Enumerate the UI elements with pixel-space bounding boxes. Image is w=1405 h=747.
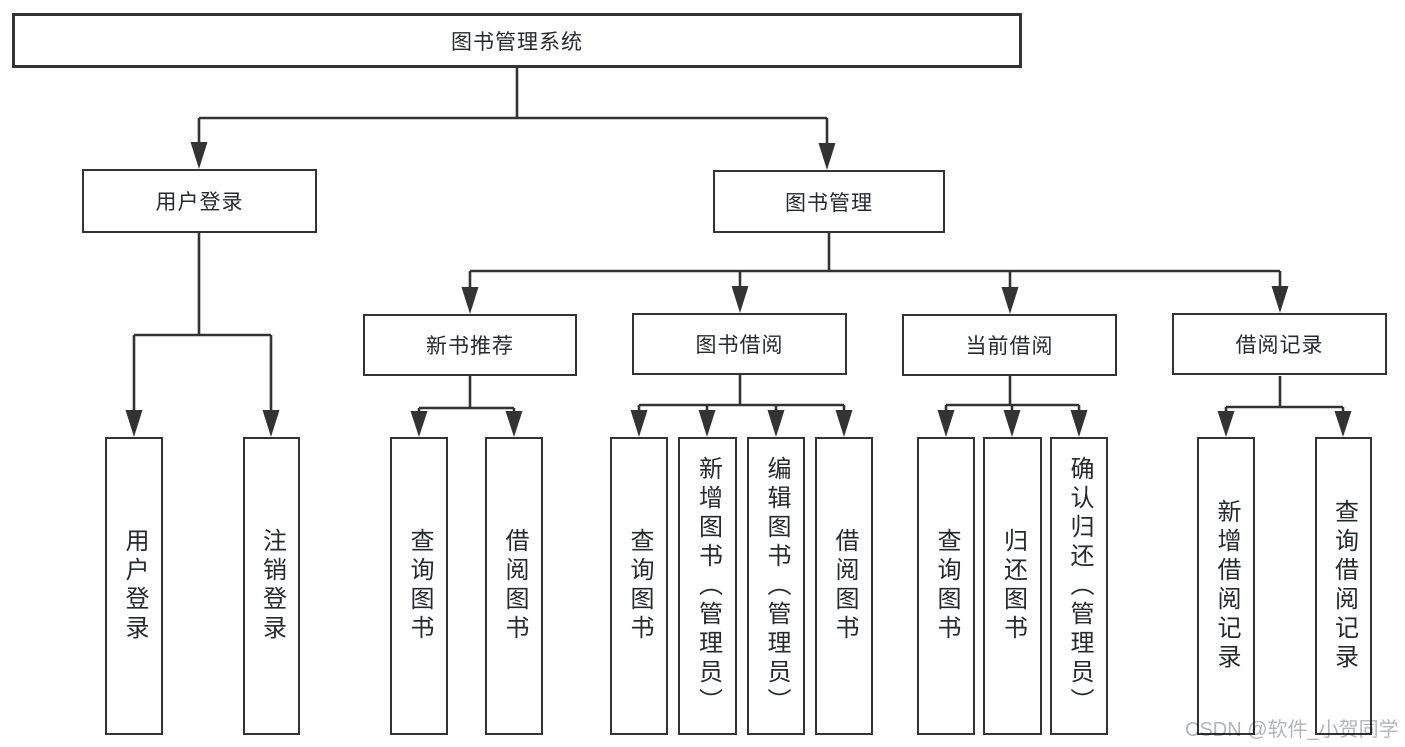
node-root-system-label: 图书管理系统	[451, 30, 583, 54]
node-leaf-bb-add-book-admin-label: 新增图书（管理员）	[694, 455, 722, 717]
node-leaf-cb-confirm-return-admin-label: 确认归还（管理员）	[1066, 455, 1093, 717]
node-leaf-cb-confirm-return-admin: 确认归还（管理员）	[1050, 437, 1108, 735]
node-leaf-cb-return-book-label: 归还图书	[999, 528, 1027, 644]
node-leaf-br-add-record-label: 新增借阅记录	[1213, 499, 1240, 673]
connector-book-borrow-to-leaves	[630, 375, 853, 437]
node-book-borrow: 图书借阅	[632, 313, 847, 375]
connector-current-borrow-to-leaves	[937, 376, 1088, 437]
node-user-login-label: 用户登录	[155, 191, 244, 214]
node-leaf-bb-query-book: 查询图书	[610, 437, 668, 735]
node-leaf-logout-label: 注销登录	[258, 528, 286, 644]
csdn-watermark: CSDN @软件_小贺同学	[1185, 719, 1399, 741]
node-leaf-br-query-record-label: 查询借阅记录	[1330, 499, 1358, 673]
node-borrow-records-label: 借阅记录	[1235, 334, 1324, 357]
node-root-system: 图书管理系统	[12, 13, 1022, 68]
connector-user-login-to-leaves	[125, 233, 280, 437]
connector-new-rec-to-leaves	[410, 376, 523, 437]
node-current-borrow: 当前借阅	[902, 314, 1117, 376]
connector-book-mgmt-to-level3	[461, 233, 1289, 314]
node-leaf-bb-borrow-book: 借阅图书	[815, 437, 873, 735]
connector-borrow-records-to-leaves	[1217, 376, 1352, 437]
node-leaf-logout: 注销登录	[243, 437, 300, 735]
node-book-borrow-label: 图书借阅	[695, 334, 784, 357]
node-leaf-cb-query-book-label: 查询图书	[933, 528, 960, 644]
node-leaf-bb-add-book-admin: 新增图书（管理员）	[678, 437, 737, 735]
node-new-book-recommend: 新书推荐	[363, 314, 577, 376]
connector-root-to-level2	[190, 68, 836, 170]
node-leaf-rec-borrow-book: 借阅图书	[485, 437, 543, 735]
node-leaf-bb-edit-book-admin: 编辑图书（管理员）	[747, 437, 805, 735]
node-leaf-rec-query-book-label: 查询图书	[406, 528, 433, 644]
node-leaf-bb-borrow-book-label: 借阅图书	[831, 528, 858, 644]
node-new-book-recommend-label: 新书推荐	[426, 335, 514, 358]
node-leaf-user-login: 用户登录	[105, 437, 163, 735]
node-leaf-br-add-record: 新增借阅记录	[1197, 437, 1255, 735]
node-leaf-br-query-record: 查询借阅记录	[1315, 437, 1372, 735]
node-leaf-cb-query-book: 查询图书	[917, 437, 975, 735]
node-leaf-rec-borrow-book-label: 借阅图书	[501, 528, 528, 644]
node-leaf-user-login-label: 用户登录	[121, 528, 148, 644]
node-leaf-cb-return-book: 归还图书	[983, 437, 1042, 735]
node-leaf-bb-edit-book-admin-label: 编辑图书（管理员）	[763, 455, 790, 717]
node-user-login: 用户登录	[82, 169, 317, 233]
node-leaf-rec-query-book: 查询图书	[390, 437, 448, 735]
node-current-borrow-label: 当前借阅	[965, 335, 1054, 358]
node-book-management: 图书管理	[713, 170, 945, 233]
node-leaf-bb-query-book-label: 查询图书	[626, 528, 653, 644]
node-borrow-records: 借阅记录	[1172, 313, 1387, 375]
node-book-management-label: 图书管理	[785, 191, 873, 215]
